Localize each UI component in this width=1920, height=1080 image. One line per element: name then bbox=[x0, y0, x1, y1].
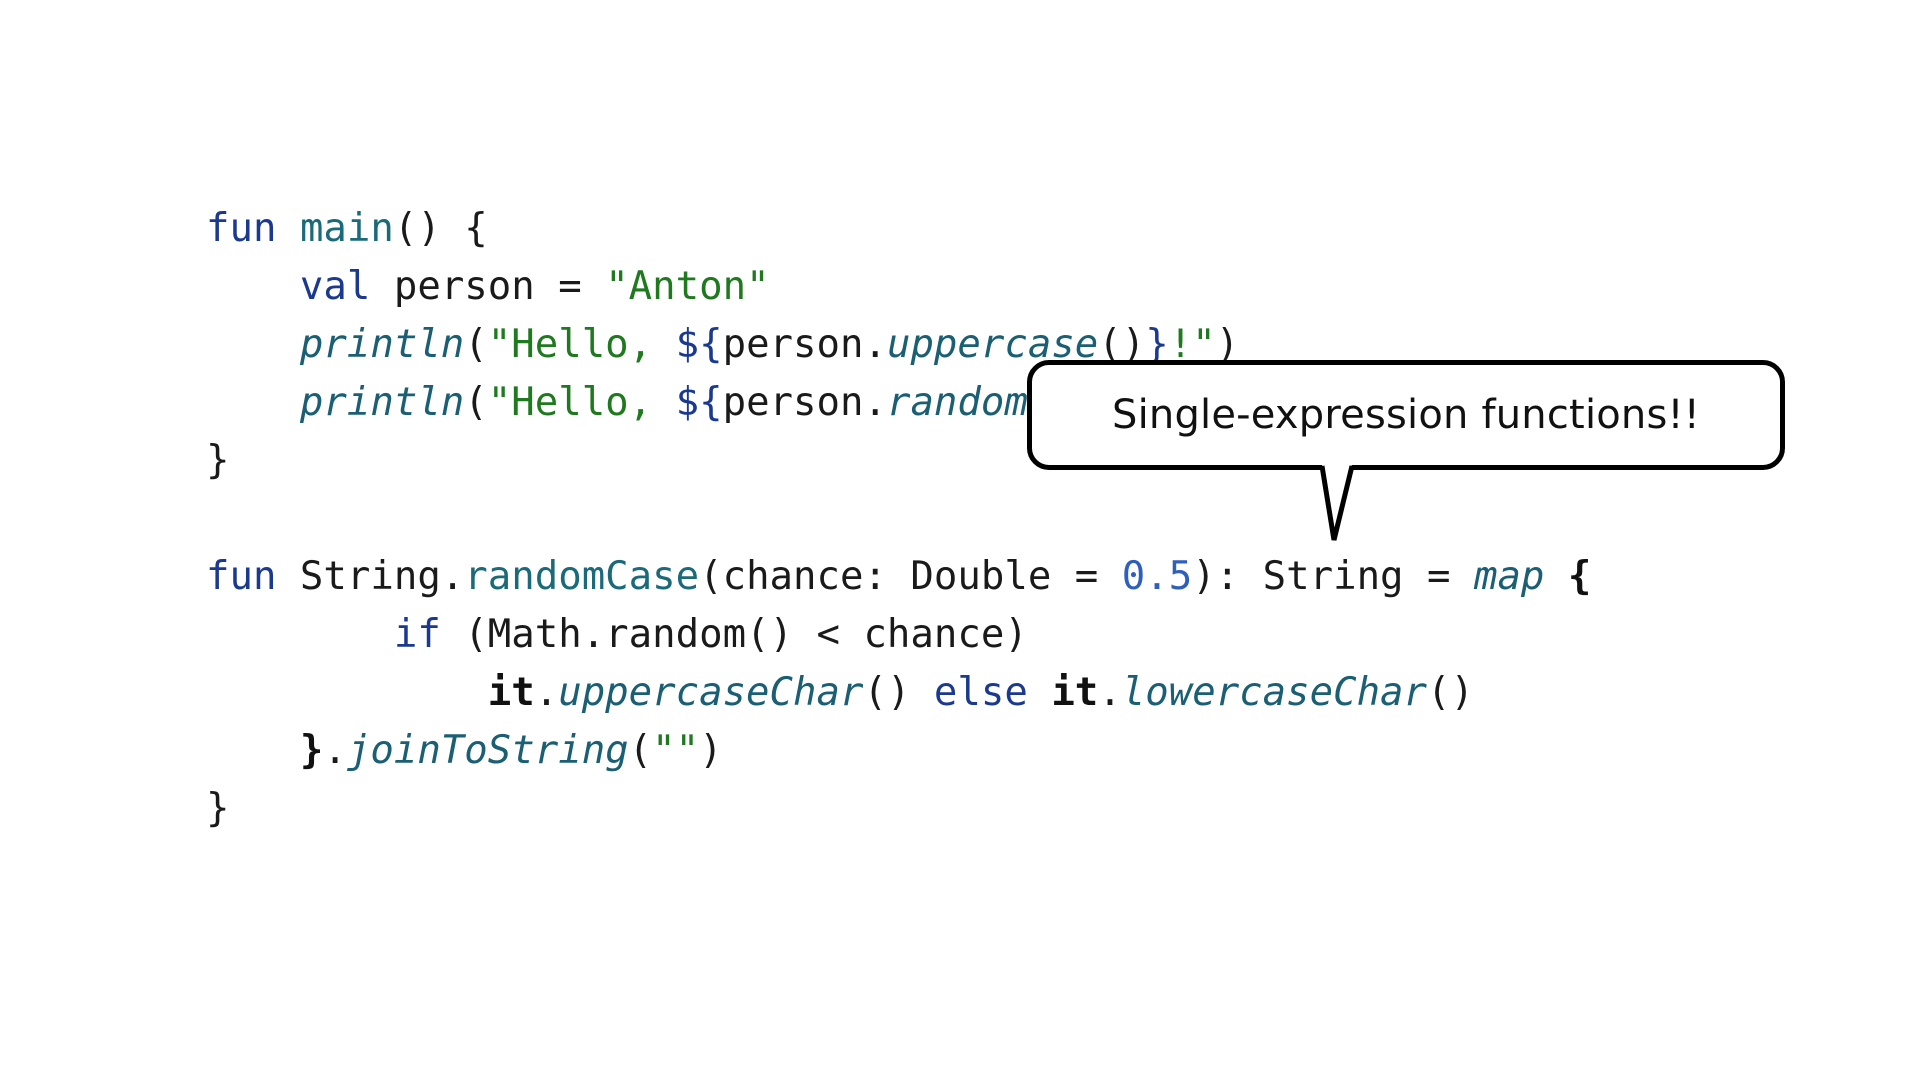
code-token: { bbox=[1567, 554, 1592, 599]
code-token: main bbox=[299, 206, 394, 251]
code-token: fun bbox=[206, 554, 277, 599]
code-token: it bbox=[1051, 670, 1099, 715]
speech-bubble-tail-shape bbox=[1322, 464, 1352, 540]
code-token: "Hello, bbox=[487, 380, 676, 425]
code-line: } bbox=[206, 432, 1591, 490]
code-block: fun main() { val person = "Anton" printl… bbox=[206, 200, 1591, 838]
code-token: . bbox=[1098, 670, 1122, 715]
code-line bbox=[206, 490, 1591, 548]
code-token bbox=[206, 264, 300, 309]
code-token bbox=[206, 612, 394, 657]
code-token: val bbox=[299, 264, 371, 309]
code-token: if bbox=[393, 612, 441, 657]
code-token: uppercase bbox=[886, 322, 1099, 367]
code-token: () bbox=[863, 670, 934, 715]
code-token: !" bbox=[1168, 322, 1216, 367]
code-token: randomCase bbox=[464, 554, 700, 599]
code-token: ( bbox=[464, 322, 488, 367]
code-token: (Math.random() < chance) bbox=[440, 612, 1028, 657]
code-token: println bbox=[299, 380, 465, 425]
code-token: ( bbox=[628, 728, 653, 773]
code-token: "Hello, bbox=[487, 322, 676, 367]
code-token: () bbox=[1427, 670, 1474, 715]
code-token: ) bbox=[699, 728, 723, 773]
code-token bbox=[1028, 670, 1051, 715]
code-token: } bbox=[299, 728, 324, 773]
code-token: () { bbox=[393, 206, 488, 251]
code-line: println("Hello, ${person.randomCas bbox=[206, 374, 1591, 432]
code-token: 0.5 bbox=[1121, 554, 1193, 599]
code-token: lowercaseChar bbox=[1121, 670, 1428, 715]
code-token: person. bbox=[722, 380, 887, 425]
code-token: () bbox=[1098, 322, 1146, 367]
code-token: uppercaseChar bbox=[558, 670, 864, 715]
code-token: fun bbox=[206, 206, 277, 251]
speech-bubble-text: Single-expression functions!! bbox=[1112, 392, 1700, 438]
code-token: it bbox=[487, 670, 535, 715]
code-token: println bbox=[299, 322, 465, 367]
code-line: val person = "Anton" bbox=[206, 258, 1591, 316]
code-token bbox=[206, 322, 300, 367]
code-token: . bbox=[534, 670, 559, 715]
code-token: "Anton" bbox=[605, 264, 770, 309]
code-token: person. bbox=[722, 322, 887, 367]
speech-bubble-tail bbox=[1319, 464, 1355, 541]
code-token: ) bbox=[1215, 322, 1240, 367]
code-line: if (Math.random() < chance) bbox=[206, 606, 1591, 664]
code-token: String. bbox=[276, 554, 465, 599]
code-token: ): String = bbox=[1192, 554, 1474, 599]
speech-bubble: Single-expression functions!! bbox=[1027, 360, 1785, 470]
code-token: map bbox=[1473, 554, 1545, 599]
code-token: } bbox=[206, 786, 230, 831]
code-line: fun main() { bbox=[206, 200, 1591, 258]
code-token: ( bbox=[464, 380, 488, 425]
code-line: } bbox=[206, 780, 1591, 838]
code-token bbox=[1544, 554, 1567, 599]
code-token: . bbox=[323, 728, 347, 773]
code-line: fun String.randomCase(chance: Double = 0… bbox=[206, 548, 1591, 606]
code-token bbox=[206, 728, 300, 773]
code-token bbox=[206, 380, 300, 425]
code-token: person = bbox=[370, 264, 606, 309]
code-token: "" bbox=[652, 728, 700, 773]
code-token: } bbox=[1145, 322, 1169, 367]
code-token: } bbox=[206, 438, 230, 483]
code-token bbox=[206, 670, 488, 715]
code-token: (chance: Double = bbox=[699, 554, 1122, 599]
code-token: joinToString bbox=[346, 728, 629, 773]
speech-bubble-tail-outline bbox=[1319, 465, 1355, 541]
code-token: else bbox=[933, 670, 1028, 715]
code-line: }.joinToString("") bbox=[206, 722, 1591, 780]
code-token: ${ bbox=[675, 380, 723, 425]
code-line: it.uppercaseChar() else it.lowercaseChar… bbox=[206, 664, 1591, 722]
code-line: println("Hello, ${person.uppercase()}!") bbox=[206, 316, 1591, 374]
code-token: ${ bbox=[675, 322, 723, 367]
code-token bbox=[276, 206, 299, 251]
